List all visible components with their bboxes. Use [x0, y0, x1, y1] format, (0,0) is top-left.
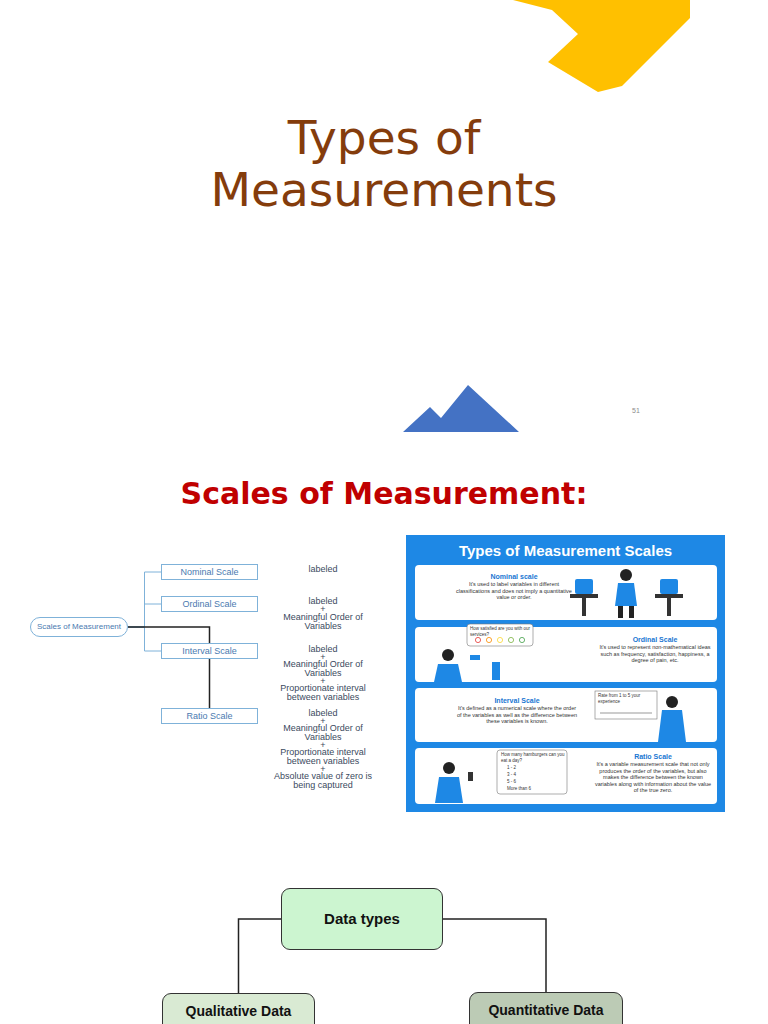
label-wrap: 5 - 6	[507, 779, 547, 785]
scale-box: Qualitative Data	[162, 993, 315, 1024]
connector-line	[128, 572, 161, 627]
node-text: Ordinal Scale	[182, 598, 236, 610]
slide-title: Types of Measurements	[174, 112, 594, 216]
note-text: More than 6	[507, 786, 547, 792]
label-wrap: Proportionate interval between variables	[267, 684, 379, 701]
connector-line	[239, 919, 282, 993]
label-wrap: Meaningful Order of Variables	[278, 724, 368, 741]
label-wrap: Rate from 1 to 5 your experience	[598, 693, 654, 704]
node-text: Qualitative Data	[186, 1003, 292, 1020]
node-text: Quantitative Data	[488, 1002, 603, 1019]
label-wrap: Scales of Measurement:	[84, 476, 684, 512]
interval-illustration	[595, 691, 686, 742]
scale-box: Ordinal Scale	[161, 596, 258, 612]
label-wrap: How many hamburgers can you eat a day?	[501, 752, 565, 763]
card-heading: Interval Scale	[455, 696, 579, 705]
yellow-corner-shape	[513, 0, 690, 92]
connector-line	[128, 604, 161, 627]
panel-heading: Types of Measurement Scales	[406, 542, 725, 560]
scale-box: Quantitative Data	[469, 992, 623, 1024]
connector-line	[128, 627, 210, 708]
card-body: It's defined as a numerical scale where …	[455, 705, 579, 725]
note-text: Proportionate interval between variables	[267, 684, 379, 701]
note-text: Absolute value of zero is being captured	[267, 772, 379, 789]
note-text: How many hamburgers can you eat a day?	[501, 752, 565, 763]
scale-box: Data types	[281, 888, 443, 950]
card-body: It's used to represent non-mathematical …	[599, 644, 711, 664]
note-text: Rate from 1 to 5 your experience	[598, 693, 654, 704]
label-wrap: Meaningful Order of Variables	[278, 613, 368, 630]
card-heading: Ratio Scale	[593, 752, 713, 761]
ordinal-illustration	[434, 624, 533, 682]
scale-box: Nominal Scale	[161, 564, 258, 580]
note-text: Meaningful Order of Variables	[278, 660, 368, 677]
note-text: Meaningful Order of Variables	[278, 613, 368, 630]
label-wrap: How satisfied are you with our services?	[470, 626, 532, 637]
connector-line	[443, 919, 546, 992]
note-text: How satisfied are you with our services?	[470, 626, 532, 637]
mountain-icon	[403, 385, 519, 432]
note-text: 3 - 4	[507, 772, 547, 778]
card-heading: Ordinal Scale	[599, 635, 711, 644]
node-text: Nominal Scale	[180, 566, 238, 578]
nominal-illustration	[570, 569, 683, 618]
scale-box: Interval Scale	[161, 643, 258, 659]
connector-line	[128, 627, 161, 651]
note-text: +	[268, 605, 378, 613]
scale-box: Scales of Measurement	[30, 617, 128, 637]
card-heading: Nominal scale	[455, 572, 573, 581]
label-wrap: More than 6	[507, 786, 547, 792]
label-wrap: Absolute value of zero is being captured	[267, 772, 379, 789]
title-wrap: Types of Measurements	[174, 112, 594, 216]
note-text: Proportionate interval between variables	[267, 748, 379, 765]
label-wrap: +	[268, 605, 378, 613]
label-wrap: labeled	[268, 565, 378, 574]
label-wrap: 1 - 2	[507, 765, 547, 771]
label-wrap: 51	[632, 406, 652, 415]
node-text: Ratio Scale	[186, 710, 232, 722]
node-text: Interval Scale	[182, 645, 237, 657]
section-heading: Scales of Measurement:	[84, 476, 684, 512]
note-text: 5 - 6	[507, 779, 547, 785]
scale-card: Ordinal ScaleIt's used to represent non-…	[415, 627, 717, 682]
card-body: It's used to label variables in differen…	[455, 581, 573, 601]
page-number: 51	[632, 406, 652, 415]
card-body: It's a variable measurement scale that n…	[593, 761, 713, 794]
note-text: Meaningful Order of Variables	[278, 724, 368, 741]
node-text: Data types	[324, 910, 400, 928]
note-text: labeled	[268, 565, 378, 574]
label-wrap: 3 - 4	[507, 772, 547, 778]
label-wrap: Meaningful Order of Variables	[278, 660, 368, 677]
note-text: 1 - 2	[507, 765, 547, 771]
label-wrap: Proportionate interval between variables	[267, 748, 379, 765]
scale-box: Ratio Scale	[161, 708, 258, 724]
node-text: Scales of Measurement	[37, 623, 121, 632]
ratio-illustration	[435, 750, 567, 803]
